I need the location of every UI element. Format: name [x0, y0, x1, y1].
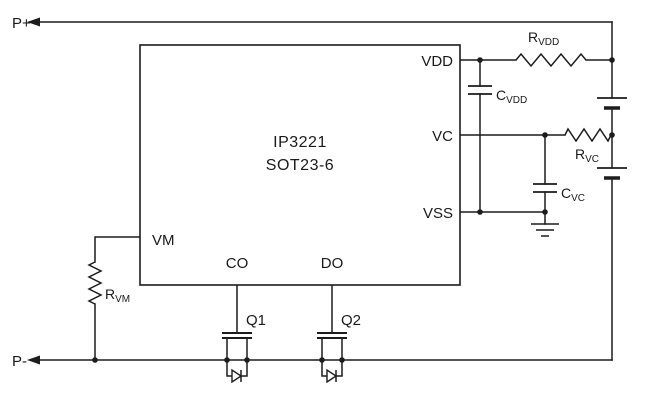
q2-label: Q2 — [341, 312, 361, 329]
resistor-rvm — [87, 261, 103, 305]
wire-network — [38, 21, 613, 361]
pin-label-do: DO — [321, 255, 344, 272]
p-plus-label: P+ — [12, 15, 31, 32]
rvm-label: RVM — [105, 286, 130, 305]
junction-dot — [542, 209, 548, 215]
capacitor-cvdd — [468, 85, 492, 95]
rvc-label: RVC — [575, 146, 599, 165]
pin-label-co: CO — [226, 255, 249, 272]
mosfet-q1 — [222, 332, 252, 384]
rvdd-label: RVDD — [528, 29, 559, 48]
junction-dot — [319, 357, 325, 363]
wire-segment — [94, 236, 141, 263]
q1-label: Q1 — [246, 312, 266, 329]
body-diode-q1 — [231, 368, 243, 384]
resistor-rvc — [564, 127, 612, 143]
battery-cell-2 — [597, 167, 627, 180]
ic-package-label: SOT23-6 — [266, 157, 334, 174]
pin-label-vss: VSS — [423, 205, 453, 222]
capacitor-cvc — [533, 183, 557, 193]
body-diode-q2 — [326, 368, 338, 384]
junction-dot — [224, 357, 230, 363]
terminal-p-plus-arrow — [27, 17, 40, 27]
junction-dot — [92, 357, 98, 363]
junction-dot — [542, 132, 548, 138]
ic-name-label: IP3221 — [273, 134, 327, 151]
junction-dot — [339, 357, 345, 363]
junction-dot — [609, 57, 615, 63]
cvdd-label: CVDD — [496, 87, 527, 106]
pin-label-vm: VM — [152, 232, 175, 249]
junction-dot — [609, 132, 615, 138]
junction-dot — [244, 357, 250, 363]
junction-dot — [477, 209, 483, 215]
pin-label-vdd: VDD — [421, 53, 453, 70]
ground-symbol — [531, 223, 559, 237]
battery-cell-1 — [597, 97, 627, 110]
resistor-rvdd — [515, 52, 587, 68]
pin-label-vc: VC — [432, 128, 453, 145]
mosfet-q2 — [317, 332, 347, 384]
junction-dot — [477, 57, 483, 63]
terminal-p-minus-arrow — [27, 355, 40, 365]
junction-dots — [92, 57, 615, 363]
cvc-label: CVC — [561, 185, 585, 204]
ic-body — [139, 44, 461, 286]
p-minus-label: P- — [12, 353, 27, 370]
